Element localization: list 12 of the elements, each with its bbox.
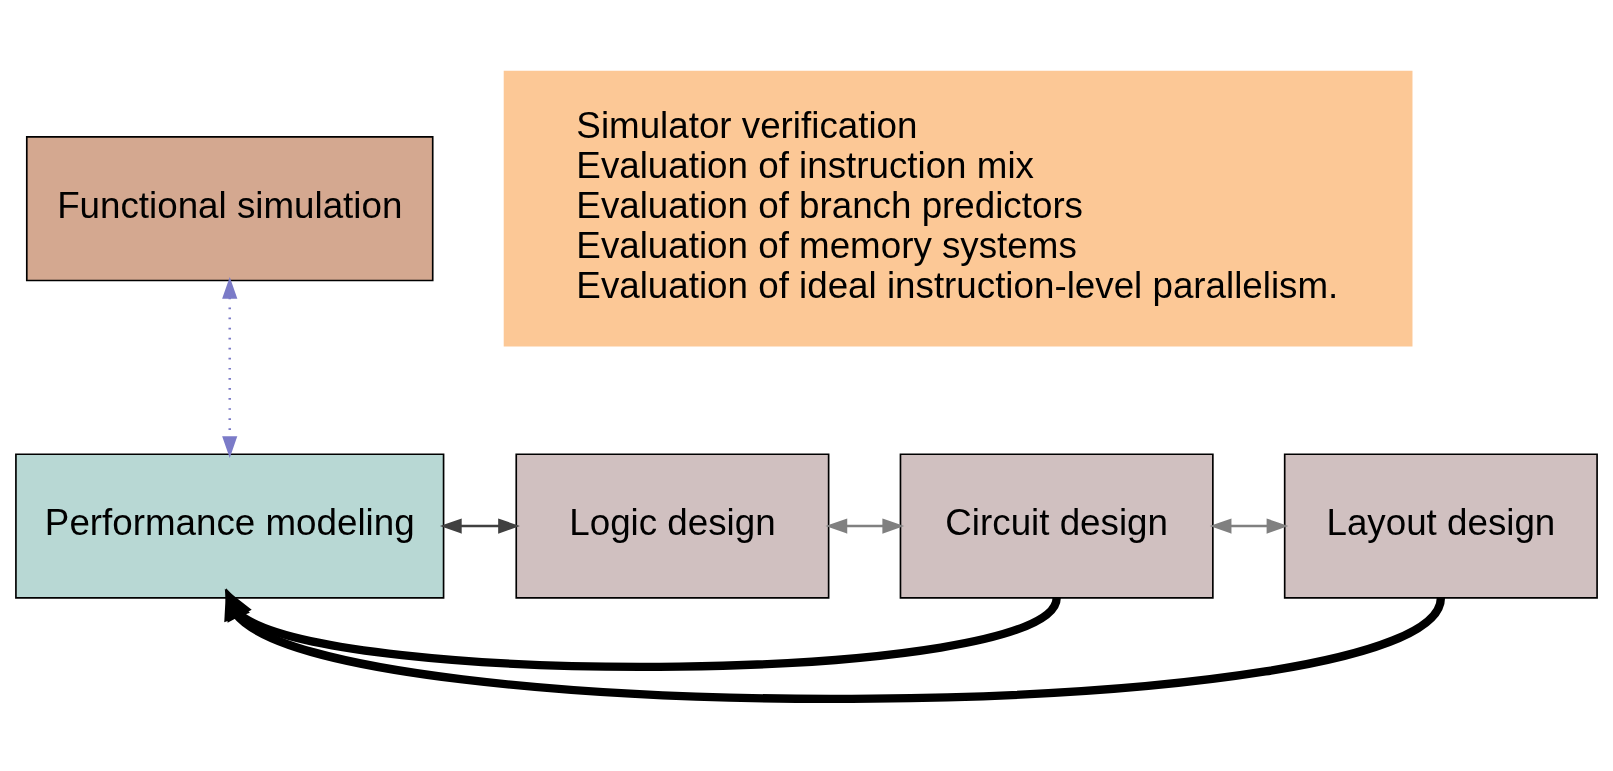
node-box: Logic design [515,453,830,599]
node-box: Functional simulation [25,136,434,282]
arrow [439,518,520,534]
arrow [224,588,1445,703]
node-box: Performance modeling [15,453,445,599]
arrow [224,588,1061,671]
arrow [222,277,238,458]
node-box: Layout design [1283,453,1598,599]
arrow [1209,518,1289,534]
node-box: Simulator verification Evaluation of instruction mix Evaluation of branch predictors Evaluation of memory systems Evaluation of ideal instruction-level parallelism. [503,70,1413,347]
arrow [825,518,905,534]
node-box: Circuit design [899,453,1214,599]
